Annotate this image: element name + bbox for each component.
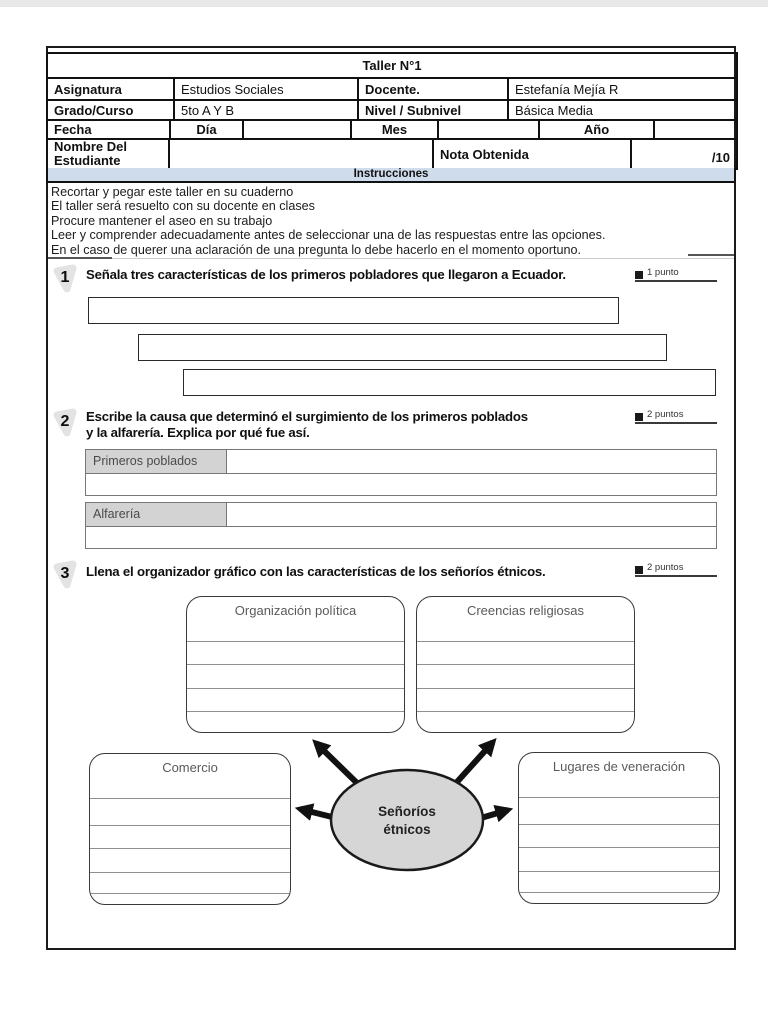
instruction-line: Leer y comprender adecuadamente antes de… <box>51 228 606 243</box>
ruled-line <box>90 825 290 826</box>
q2-primeros-poblados-group: Primeros poblados <box>85 449 717 496</box>
anio-blank-cell <box>653 119 738 140</box>
dia-label: Día <box>169 119 244 140</box>
divider-left-tick <box>48 257 112 259</box>
nombre-blank-cell <box>168 138 434 170</box>
number-badge-shape-icon <box>53 560 77 589</box>
grado-label: Grado/Curso <box>46 99 175 121</box>
box-title: Organización política <box>234 603 357 618</box>
points-square-icon <box>635 566 643 574</box>
field-row: Alfarería <box>86 503 716 527</box>
ruled-line <box>90 893 290 894</box>
diagram-box-creencias-religiosas: Creencias religiosas <box>416 596 635 733</box>
nombre-estudiante-label: Nombre Del Estudiante <box>46 138 170 170</box>
instruction-line: En el caso de querer una aclaración de u… <box>51 242 582 257</box>
box-title: Creencias religiosas <box>466 603 585 618</box>
mes-label: Mes <box>350 119 439 140</box>
worksheet-frame: Taller N°1 Asignatura Estudios Sociales … <box>45 46 739 950</box>
ruled-line <box>519 892 719 893</box>
diagram-box-organizacion-politica: Organización política <box>186 596 405 733</box>
ruled-line <box>187 641 404 642</box>
points-label: 2 puntos <box>647 562 684 573</box>
question2-text-line2: y la alfarería. Explica por qué fue así. <box>86 425 310 440</box>
section-divider <box>48 258 734 259</box>
instructions-text: Recortar y pegar este taller en su cuade… <box>51 185 731 257</box>
question1-points-badge: 1 punto <box>635 266 717 282</box>
q1-answer-box-2 <box>138 334 667 361</box>
ruled-line <box>187 711 404 712</box>
ruled-line <box>187 664 404 665</box>
q1-answer-box-1 <box>88 297 619 324</box>
q1-answer-box-3 <box>183 369 716 396</box>
question1-text: Señala tres características de los prime… <box>86 267 566 282</box>
divider-right-tick <box>688 254 734 256</box>
points-label: 1 punto <box>647 267 679 278</box>
box-title: Comercio <box>162 760 218 775</box>
number-badge-shape-icon <box>53 264 77 293</box>
center-ellipse-label-line2: étnicos <box>383 822 431 837</box>
instruction-line: Procure mantener el aseo en su trabajo <box>51 213 273 228</box>
answer-row <box>86 474 716 495</box>
diagram-box-lugares-veneracion: Lugares de veneración <box>518 752 720 904</box>
question3-points-badge: 2 puntos <box>635 561 717 577</box>
anio-label: Año <box>538 119 655 140</box>
worksheet-title: Taller N°1 <box>45 52 739 79</box>
field-row: Primeros poblados <box>86 450 716 474</box>
number-badge-shape-icon <box>53 408 77 437</box>
nivel-value: Básica Media <box>506 99 739 121</box>
asignatura-value: Estudios Sociales <box>173 77 359 101</box>
ruled-line <box>519 871 719 872</box>
nivel-label: Nivel / Subnivel <box>357 99 509 121</box>
ruled-line <box>90 848 290 849</box>
ruled-line <box>519 797 719 798</box>
alfareria-label: Alfarería <box>86 503 227 526</box>
instructions-band: Instrucciones <box>46 168 736 183</box>
docente-label: Docente. <box>357 77 509 101</box>
header-table: Taller N°1 Asignatura Estudios Sociales … <box>45 52 739 183</box>
points-underline <box>635 575 717 577</box>
ruled-line <box>519 847 719 848</box>
instruction-line: Recortar y pegar este taller en su cuade… <box>51 185 294 199</box>
ruled-line <box>187 688 404 689</box>
question3-text: Llena el organizador gráfico con las car… <box>86 564 546 579</box>
diagram-box-comercio: Comercio <box>89 753 291 905</box>
nota-max-value: /10 <box>630 138 738 170</box>
instruction-line: El taller será resuelto con su docente e… <box>51 199 315 214</box>
question3-number-badge: 3 <box>52 560 78 590</box>
question2-text-line1: Escribe la causa que determinó el surgim… <box>86 409 528 424</box>
grado-value: 5to A Y B <box>173 99 359 121</box>
question1-number-badge: 1 <box>52 264 78 294</box>
points-underline <box>635 422 717 424</box>
points-label: 2 puntos <box>647 409 684 420</box>
question2-points-badge: 2 puntos <box>635 408 717 424</box>
ruled-line <box>417 664 634 665</box>
primeros-poblados-label: Primeros poblados <box>86 450 227 473</box>
ruled-line <box>417 688 634 689</box>
q2-alfareria-group: Alfarería <box>85 502 717 549</box>
answer-row <box>86 527 716 548</box>
nota-obtenida-label: Nota Obtenida <box>432 138 632 170</box>
asignatura-label: Asignatura <box>46 77 175 101</box>
points-square-icon <box>635 271 643 279</box>
ruled-line <box>519 824 719 825</box>
ruled-line <box>417 711 634 712</box>
dia-blank-cell <box>242 119 352 140</box>
fecha-label: Fecha <box>46 119 171 140</box>
points-square-icon <box>635 413 643 421</box>
box-title: Lugares de veneración <box>552 759 686 774</box>
mes-blank-cell <box>437 119 540 140</box>
ruled-line <box>90 872 290 873</box>
ruled-line <box>90 798 290 799</box>
points-underline <box>635 280 717 282</box>
center-ellipse-label-line1: Señoríos <box>378 804 436 819</box>
question2-number-badge: 2 <box>52 408 78 438</box>
page-top-edge <box>0 0 768 7</box>
ruled-line <box>417 641 634 642</box>
docente-value: Estefanía Mejía R <box>506 77 739 101</box>
center-ellipse <box>329 768 485 872</box>
